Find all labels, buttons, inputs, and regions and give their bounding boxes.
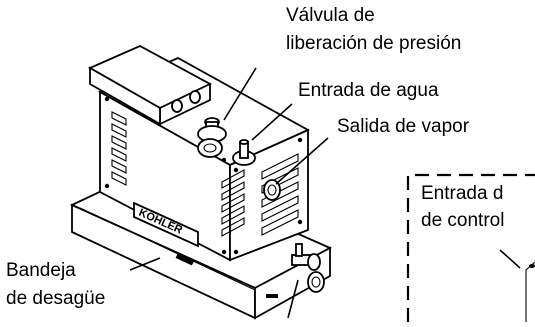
drain-pan-label-line1: Bandeja: [6, 260, 76, 281]
right-vents: [221, 153, 299, 237]
brand-plate: [133, 201, 199, 248]
pressure-relief-valve: [197, 117, 227, 158]
steam-outlet-fitting: [263, 179, 281, 201]
control-inlet-label-line1: Entrada d: [421, 183, 504, 204]
control-inset-frame: [406, 173, 535, 322]
water-inlet-fitting: [232, 139, 256, 166]
relief-valve-label-line2: liberación de presión: [286, 33, 462, 54]
leader-lines: [129, 67, 521, 319]
drain-pan-label-line2: de desagüe: [6, 288, 106, 309]
left-vents: [111, 111, 127, 186]
steam-outlet-label: Salida de vapor: [337, 116, 470, 137]
junction-box: [88, 44, 212, 126]
drain-valve: [291, 243, 321, 271]
control-inlet-label-line2: de control: [421, 210, 505, 231]
relief-valve-label-line1: Válvula de: [286, 5, 375, 26]
water-inlet-label: Entrada de agua: [298, 80, 439, 101]
